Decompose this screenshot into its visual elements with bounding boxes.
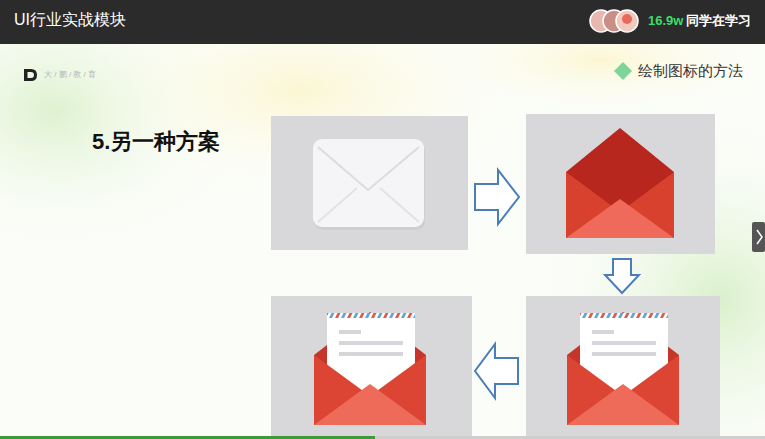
learner-caption: 同学在学习 xyxy=(686,13,751,29)
brand-name: 大 / 鹏 / 教 / 育 xyxy=(44,70,96,80)
course-name: UI行业实战模块 xyxy=(14,10,126,29)
section-name: 绘制图标的方法 xyxy=(638,62,743,80)
slide-title: 5.另一种方案 xyxy=(92,129,220,155)
learner-count: 16.9w xyxy=(648,13,683,29)
